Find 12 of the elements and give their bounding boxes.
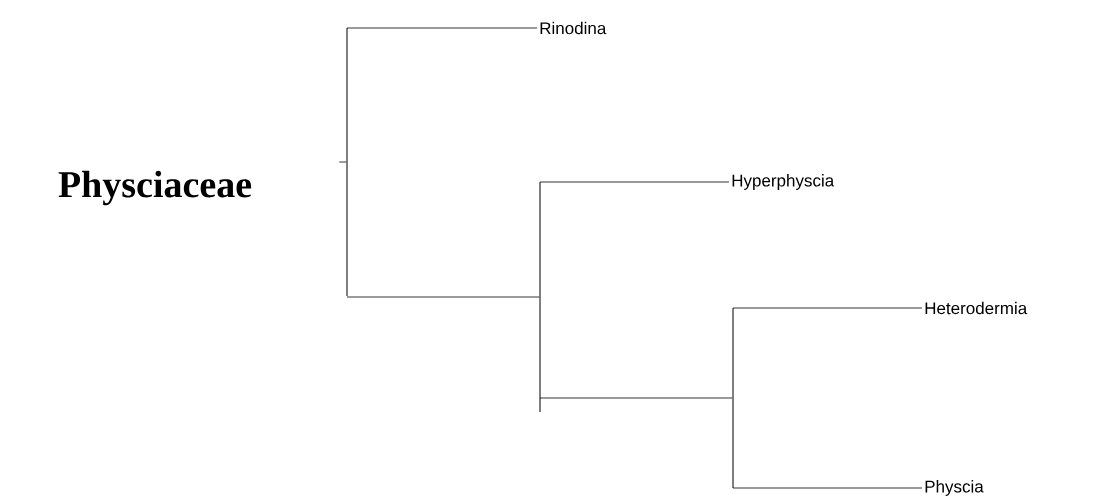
branch-line <box>338 161 347 163</box>
branch-line <box>539 397 733 399</box>
clade-name: Physciaceae <box>58 170 252 206</box>
branch-line <box>732 487 923 489</box>
taxon-label: Physcia <box>925 480 984 496</box>
taxon-label: Rinodina <box>540 21 607 35</box>
branch-line <box>346 296 540 298</box>
branch-line <box>539 181 730 183</box>
branch-line <box>346 27 538 29</box>
branch-line <box>732 307 923 309</box>
taxon-label: Heterodermia <box>925 301 1028 315</box>
taxon-label: Hyperphyscia <box>732 174 835 190</box>
